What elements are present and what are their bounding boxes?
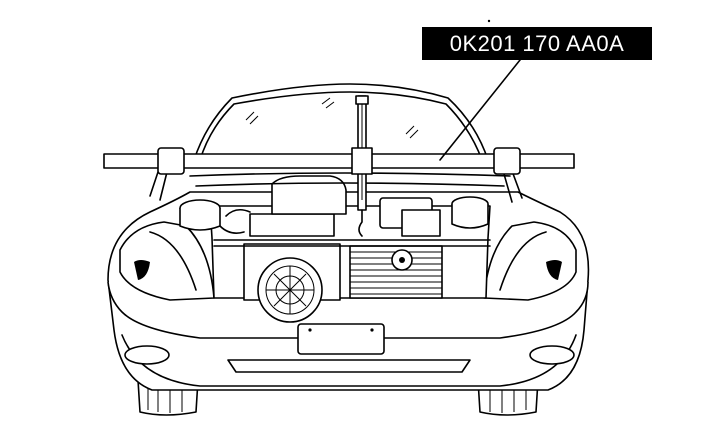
radiator [349, 245, 443, 299]
license-plate [297, 323, 385, 355]
hood-support-bar [103, 147, 575, 175]
left-fog-lamp [124, 345, 170, 365]
left-headlight [119, 221, 215, 301]
windshield [193, 83, 489, 161]
callout-leader-line [439, 49, 529, 161]
right-headlight [483, 221, 577, 301]
part-number-text: 0K201 170 AA0A [449, 30, 625, 56]
cooling-fan [243, 243, 341, 323]
right-fog-lamp [529, 345, 575, 365]
part-number-label: 0K201 170 AA0A [422, 27, 652, 60]
